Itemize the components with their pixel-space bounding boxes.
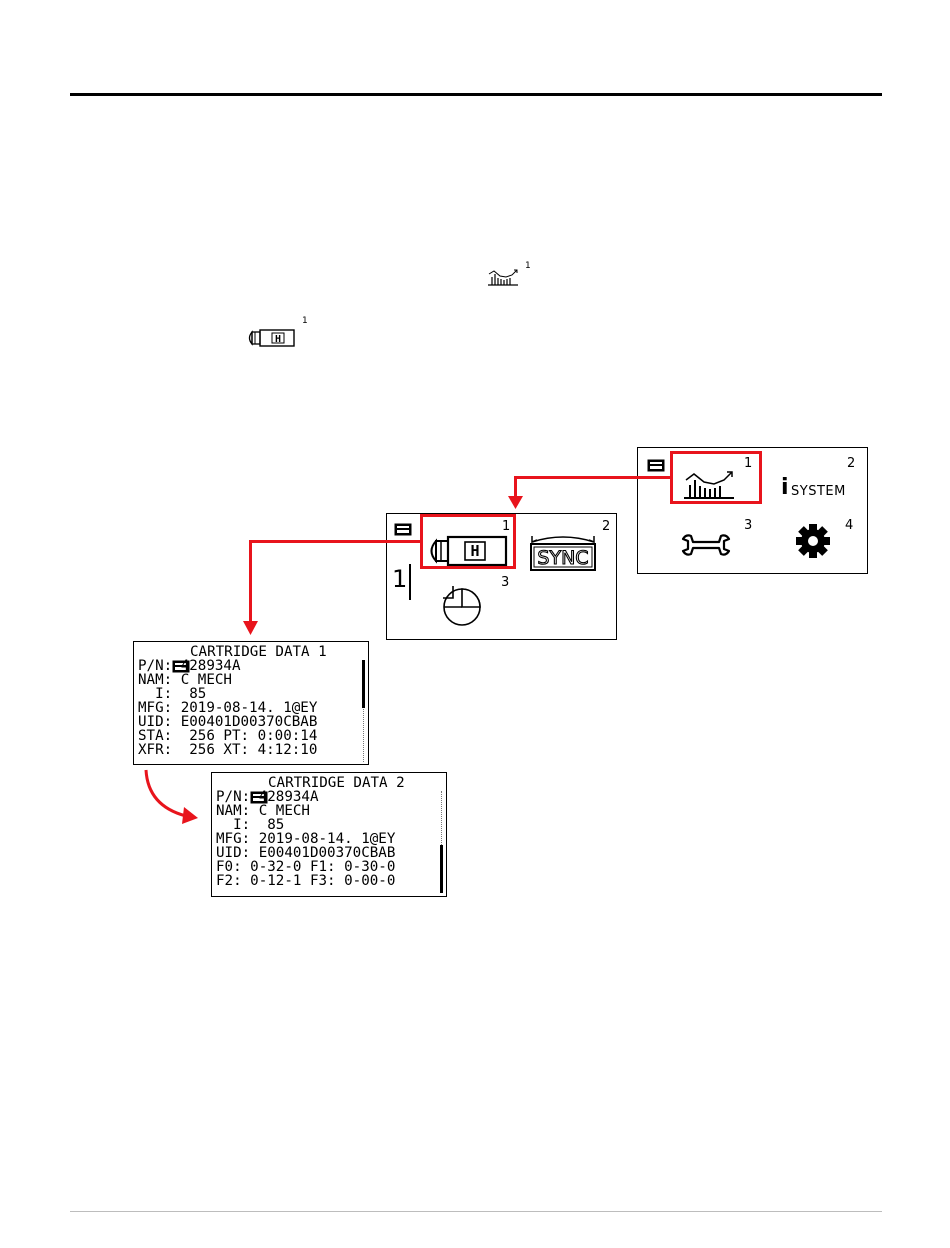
trend-chart-icon[interactable] — [682, 470, 736, 502]
header-rule — [70, 93, 882, 96]
trend-item-1-number: 1 — [502, 519, 511, 534]
system-label: SYSTEM — [791, 484, 846, 499]
connector-line — [514, 476, 517, 498]
connector-line — [514, 476, 671, 479]
trend-menu-screen: H 1 SYNC 2 1 3 — [386, 513, 617, 640]
data-row: MFG: 2019-08-14. 1@EY — [138, 700, 318, 716]
sync-label: SYNC — [537, 547, 588, 569]
highlight-cartridge-item — [420, 514, 516, 569]
scroll-track — [363, 660, 366, 762]
main-item-2-number: 2 — [847, 456, 856, 471]
scroll-track — [441, 791, 444, 893]
data-row: UID: E00401D00370CBAB — [138, 714, 318, 730]
info-icon[interactable]: i — [781, 475, 789, 500]
gear-icon[interactable] — [795, 523, 831, 559]
main-item-1-number: 1 — [744, 456, 753, 471]
inline-trend-icon — [486, 268, 520, 288]
data-row: MFG: 2019-08-14. 1@EY — [216, 831, 396, 847]
data-row: F2: 0-12-1 F3: 0-00-0 — [216, 873, 396, 889]
cartridge-status-icon — [138, 645, 190, 691]
data-row: NAM: C MECH — [138, 672, 232, 688]
data-row: XFR: 256 XT: 4:12:10 — [138, 742, 318, 758]
main-item-3-number: 3 — [744, 518, 753, 533]
data-row: STA: 256 PT: 0:00:14 — [138, 728, 318, 744]
footer-rule — [70, 1211, 882, 1212]
cartridge-data-2-screen: CARTRIDGE DATA 2 P/N: 428934A NAM: C MEC… — [211, 772, 447, 897]
screen-title: CARTRIDGE DATA 1 — [190, 644, 327, 660]
highlight-trend-item — [670, 451, 762, 504]
screen-title: CARTRIDGE DATA 2 — [268, 775, 405, 791]
cartridge-status-icon — [394, 521, 412, 540]
connector-line — [249, 540, 252, 622]
data-row: I: 85 — [216, 817, 285, 833]
wrench-icon[interactable] — [680, 531, 732, 559]
data-row: P/N: 428934A — [138, 658, 241, 674]
scroll-thumb[interactable] — [362, 660, 365, 708]
cartridge-data-1-screen: CARTRIDGE DATA 1 P/N: 428934A NAM: C MEC… — [133, 641, 369, 765]
data-row: NAM: C MECH — [216, 803, 310, 819]
data-row: I: 85 — [138, 686, 207, 702]
trend-item-2-number: 2 — [602, 519, 611, 534]
connector-arrowhead — [243, 620, 258, 639]
cartridge-status-icon — [216, 776, 268, 822]
pie-chart-icon[interactable] — [439, 582, 485, 628]
cartridge-status-icon — [647, 457, 665, 476]
inline-cartridge-superscript: 1 — [302, 316, 308, 326]
data-row: UID: E00401D00370CBAB — [216, 845, 396, 861]
side-indicator-bar — [409, 564, 411, 600]
inline-cartridge-icon: H — [246, 327, 298, 349]
svg-text:H: H — [470, 542, 479, 560]
svg-text:H: H — [275, 334, 281, 345]
connector-arrowhead — [508, 494, 523, 513]
data-row: F0: 0-32-0 F1: 0-30-0 — [216, 859, 396, 875]
side-indicator: 1 — [392, 565, 408, 593]
main-menu-screen: 1 i SYSTEM 2 3 4 — [637, 447, 868, 574]
sync-icon[interactable]: SYNC — [528, 526, 598, 572]
data-row: P/N: 428934A — [216, 789, 319, 805]
scroll-thumb[interactable] — [440, 845, 443, 893]
scroll-arrow — [140, 766, 202, 830]
cartridge-icon[interactable]: H — [427, 534, 509, 568]
inline-trend-superscript: 1 — [525, 261, 531, 271]
main-item-4-number: 4 — [845, 518, 854, 533]
connector-line — [249, 540, 421, 543]
trend-item-3-number: 3 — [501, 575, 510, 590]
